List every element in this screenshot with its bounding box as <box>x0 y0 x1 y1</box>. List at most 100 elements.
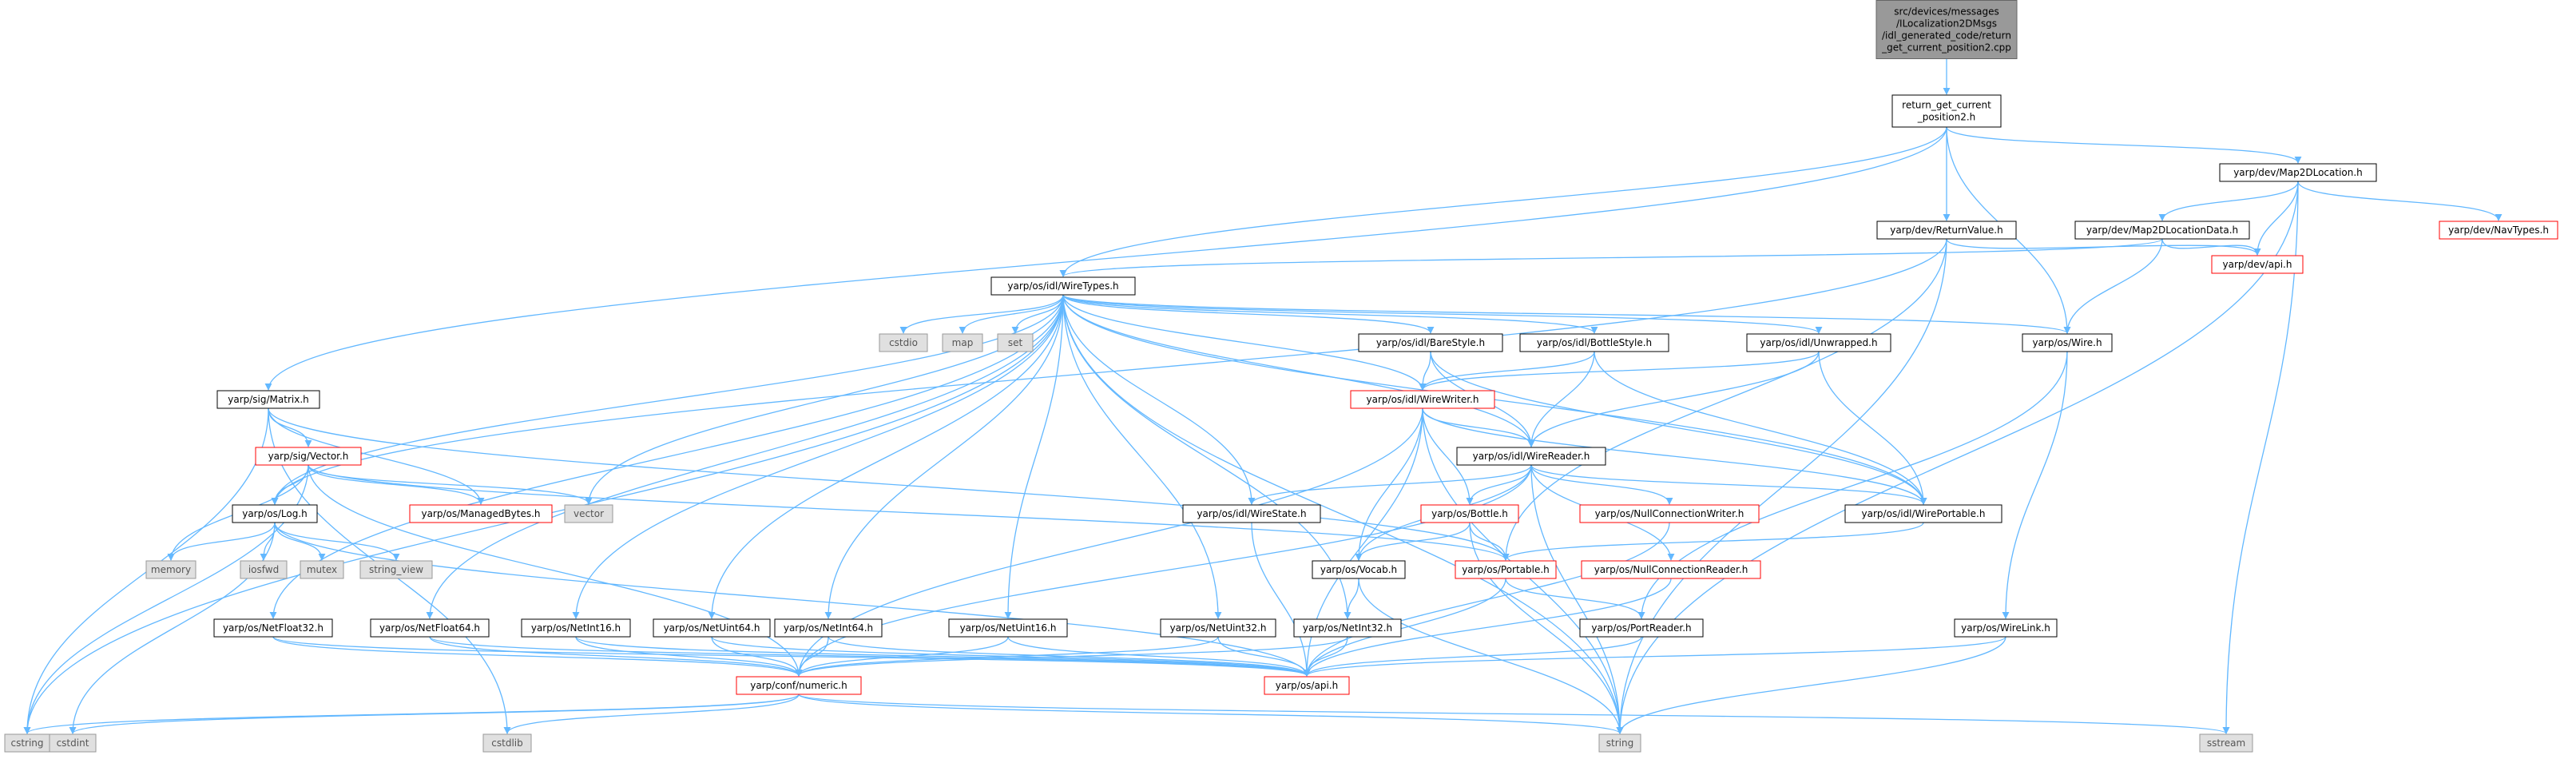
node-label: yarp/os/WireLink.h <box>1961 622 2050 634</box>
node-wirelink[interactable]: yarp/os/WireLink.h <box>1954 618 2058 638</box>
node-set[interactable]: set <box>997 333 1034 352</box>
node-rgcp[interactable]: return_get_current_position2.h <box>1891 94 2002 128</box>
node-vectorstd[interactable]: vector <box>564 504 613 523</box>
node-box <box>1844 504 2002 523</box>
node-box <box>1598 733 1641 753</box>
node-vocab[interactable]: yarp/os/Vocab.h <box>1312 560 1406 579</box>
node-netint16[interactable]: yarp/os/NetInt16.h <box>521 618 631 638</box>
node-box <box>1954 618 2058 638</box>
node-box <box>1876 221 2017 240</box>
node-box <box>1160 618 1276 638</box>
node-string[interactable]: string <box>1598 733 1641 753</box>
node-label: yarp/os/idl/WireTypes.h <box>1007 280 1118 292</box>
edge-wiretypes-to-log <box>271 294 1064 505</box>
node-managedbytes[interactable]: yarp/os/ManagedBytes.h <box>409 504 553 523</box>
node-label: yarp/os/NetInt16.h <box>531 622 621 634</box>
edge-retval-to-devapi <box>1946 238 2261 256</box>
edge-wiretypes-to-barestyle <box>1062 294 1435 334</box>
edge-numeric-to-string <box>798 694 1624 734</box>
node-netint64[interactable]: yarp/os/NetInt64.h <box>774 618 883 638</box>
node-box <box>300 560 344 579</box>
node-memory[interactable]: memory <box>145 560 196 579</box>
node-map2dloc[interactable]: yarp/dev/Map2DLocation.h <box>2219 163 2377 182</box>
node-netuint16[interactable]: yarp/os/NetUint16.h <box>948 618 1068 638</box>
edge-rgcp-to-wiretypes <box>1059 126 1947 277</box>
edge-unwrapped-to-wireportable <box>1818 351 1927 505</box>
node-box <box>1350 390 1495 409</box>
node-cstdio[interactable]: cstdio <box>879 333 928 352</box>
edge-map2dloc-to-string <box>1616 181 2299 734</box>
node-label: yarp/os/PortReader.h <box>1591 622 1691 634</box>
node-wiretypes[interactable]: yarp/os/idl/WireTypes.h <box>990 276 1136 296</box>
node-cstdint[interactable]: cstdint <box>49 733 97 753</box>
node-nullwriter[interactable]: yarp/os/NullConnectionWriter.h <box>1579 504 1760 523</box>
node-label: yarp/os/NetFloat64.h <box>379 622 480 634</box>
node-label: yarp/os/NullConnectionWriter.h <box>1595 508 1744 519</box>
node-label: src/devices/messages <box>1894 6 1998 18</box>
node-label: yarp/os/idl/BareStyle.h <box>1376 337 1485 348</box>
node-portable[interactable]: yarp/os/Portable.h <box>1455 560 1557 579</box>
edge-wiretypes-to-string <box>1062 294 1624 734</box>
node-box <box>49 733 97 753</box>
node-wirestate[interactable]: yarp/os/idl/WireState.h <box>1182 504 1321 523</box>
edge-map2dloc-to-navtypes <box>2297 181 2503 221</box>
node-vector[interactable]: yarp/sig/Vector.h <box>255 447 362 466</box>
edge-netuint16-to-numeric <box>795 636 1009 677</box>
node-netuint32[interactable]: yarp/os/NetUint32.h <box>1160 618 1276 638</box>
node-wireportable[interactable]: yarp/os/idl/WirePortable.h <box>1844 504 2002 523</box>
edge-wiretypes-to-netint64 <box>824 294 1064 619</box>
node-devapi[interactable]: yarp/dev/api.h <box>2211 255 2304 274</box>
node-bottle[interactable]: yarp/os/Bottle.h <box>1420 504 1519 523</box>
node-unwrapped[interactable]: yarp/os/idl/Unwrapped.h <box>1746 333 1891 352</box>
edge-wirereader-to-wireportable <box>1530 464 1927 505</box>
node-iosfwd[interactable]: iosfwd <box>240 560 288 579</box>
node-label: yarp/os/api.h <box>1276 680 1338 691</box>
node-log[interactable]: yarp/os/Log.h <box>232 504 318 523</box>
edge-bottle-to-vocab <box>1355 522 1471 561</box>
node-netfloat64[interactable]: yarp/os/NetFloat64.h <box>370 618 490 638</box>
node-netuint64[interactable]: yarp/os/NetUint64.h <box>653 618 771 638</box>
node-nullreader[interactable]: yarp/os/NullConnectionReader.h <box>1581 560 1761 579</box>
node-label: yarp/os/idl/WireWriter.h <box>1367 394 1479 405</box>
node-matrix[interactable]: yarp/sig/Matrix.h <box>216 390 320 409</box>
node-label: yarp/dev/api.h <box>2223 259 2292 270</box>
node-wirewriter[interactable]: yarp/os/idl/WireWriter.h <box>1350 390 1495 409</box>
node-cstdlib[interactable]: cstdlib <box>482 733 532 753</box>
node-wirereader[interactable]: yarp/os/idl/WireReader.h <box>1456 447 1606 466</box>
node-navtypes[interactable]: yarp/dev/NavTypes.h <box>2439 221 2558 240</box>
node-numeric[interactable]: yarp/conf/numeric.h <box>736 676 862 695</box>
node-root[interactable]: src/devices/messages/ILocalization2DMsgs… <box>1875 0 2018 59</box>
edge-vocab-to-netint32 <box>1344 578 1359 619</box>
node-box <box>2022 333 2113 352</box>
node-barestyle[interactable]: yarp/os/idl/BareStyle.h <box>1358 333 1503 352</box>
node-label: memory <box>151 564 191 575</box>
edge-wirelink-to-string <box>1616 636 2006 734</box>
node-wire[interactable]: yarp/os/Wire.h <box>2022 333 2113 352</box>
edge-netuint32-to-osapi <box>1217 636 1311 677</box>
node-label: yarp/os/Vocab.h <box>1320 564 1397 575</box>
node-osapi[interactable]: yarp/os/api.h <box>1264 676 1350 695</box>
edge-wirereader-to-bottle <box>1466 464 1532 505</box>
node-bottlestyle[interactable]: yarp/os/idl/BottleStyle.h <box>1519 333 1669 352</box>
edge-wirereader-to-nullwriter <box>1530 464 1673 505</box>
node-label: vector <box>574 508 604 519</box>
edge-bottlestyle-to-wireportable <box>1594 351 1927 505</box>
node-stringview[interactable]: string_view <box>359 560 433 579</box>
node-retval[interactable]: yarp/dev/ReturnValue.h <box>1876 221 2017 240</box>
edge-vector-to-portable <box>308 464 1510 561</box>
node-netfloat32[interactable]: yarp/os/NetFloat32.h <box>213 618 333 638</box>
node-mutex[interactable]: mutex <box>300 560 344 579</box>
edge-bottlestyle-to-wirereader <box>1527 351 1595 447</box>
node-label: yarp/sig/Vector.h <box>268 451 349 462</box>
node-label: yarp/os/NetInt64.h <box>784 622 873 634</box>
node-sstream[interactable]: sstream <box>2199 733 2253 753</box>
node-map[interactable]: map <box>942 333 983 352</box>
node-netint32[interactable]: yarp/os/NetInt32.h <box>1293 618 1402 638</box>
node-label: yarp/os/NetUint16.h <box>960 622 1057 634</box>
node-portreader[interactable]: yarp/os/PortReader.h <box>1579 618 1704 638</box>
node-map2dlocdata[interactable]: yarp/dev/Map2DLocationData.h <box>2074 221 2250 240</box>
node-label: yarp/os/idl/WireReader.h <box>1473 451 1590 462</box>
edge-vector-to-numeric <box>308 464 803 677</box>
node-cstring[interactable]: cstring <box>4 733 50 753</box>
